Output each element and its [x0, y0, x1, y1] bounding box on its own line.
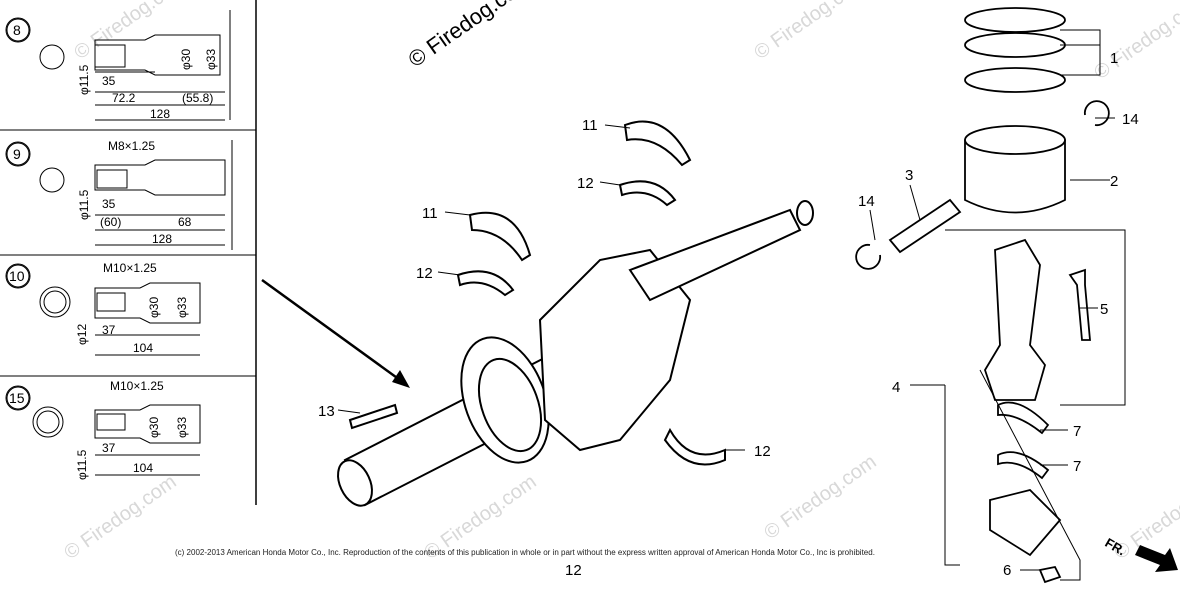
variant-9 [6, 140, 233, 250]
callout-2: 2 [1110, 173, 1118, 190]
piston-assembly [855, 7, 1110, 584]
callouts: 1 2 3 4 5 6 7 7 11 11 12 12 12 12 13 14 … [318, 50, 1139, 579]
copyright-notice: (c) 2002-2013 American Honda Motor Co., … [175, 548, 875, 557]
dim-label: φ30 [147, 297, 161, 318]
dim-label: φ33 [175, 417, 189, 438]
variant-number: 9 [13, 146, 21, 162]
front-direction-arrow [1135, 545, 1178, 572]
callout-4: 4 [892, 379, 900, 396]
callout-12: 12 [565, 562, 582, 579]
crankshaft [337, 200, 814, 507]
dim-label: φ33 [175, 297, 189, 318]
dim-label: 128 [152, 232, 172, 246]
callout-12: 12 [577, 175, 594, 192]
thread-label: M8×1.25 [108, 139, 155, 153]
variant-15 [6, 386, 201, 476]
dim-label: 37 [102, 323, 116, 337]
dim-label: φ30 [179, 49, 193, 70]
callout-6: 6 [1003, 562, 1011, 579]
thread-label: M10×1.25 [103, 261, 157, 275]
watermark: © Firedog.com [750, 0, 870, 64]
dim-label: (55.8) [182, 91, 213, 105]
pointer-arrow [261, 278, 410, 388]
watermark: © Firedog.com [760, 451, 880, 544]
dim-label: 68 [178, 215, 192, 229]
callout-7: 7 [1073, 423, 1081, 440]
watermark: © Firedog.com [70, 0, 190, 64]
dim-label: 128 [150, 107, 170, 121]
callout-5: 5 [1100, 301, 1108, 318]
leader-lines [337, 29, 1115, 571]
watermark: © Firedog.com [60, 471, 180, 564]
dim-label: 35 [102, 197, 116, 211]
variant-number: 15 [9, 390, 25, 406]
callout-14: 14 [1122, 111, 1139, 128]
thread-label: M10×1.25 [110, 379, 164, 393]
callout-3: 3 [905, 167, 913, 184]
dim-label: 104 [133, 461, 153, 475]
variant-circles [5, 17, 31, 411]
variant-number: 8 [13, 22, 21, 38]
dim-label: φ33 [204, 49, 218, 70]
callout-11: 11 [422, 205, 438, 222]
dim-label: 35 [102, 74, 116, 88]
callout-11: 11 [582, 117, 598, 134]
dim-label: φ11.5 [77, 64, 91, 95]
bearing-shells [348, 120, 726, 466]
variant-8 [6, 10, 231, 121]
callout-12: 12 [754, 443, 771, 460]
dim-label: φ30 [147, 417, 161, 438]
dim-label: φ12 [75, 324, 89, 345]
callout-12: 12 [416, 265, 433, 282]
variant-labels: 8 35 72.2 (55.8) 128 φ11.5 φ30 φ33 9 M8×… [9, 22, 218, 480]
dim-label: 37 [102, 441, 116, 455]
dim-label: 72.2 [112, 91, 136, 105]
watermark: © Firedog.com [1090, 0, 1180, 84]
callout-13: 13 [318, 403, 335, 420]
rod-bracket [940, 229, 1126, 581]
callout-14: 14 [858, 193, 875, 210]
variant-10 [6, 264, 201, 356]
dim-label: φ11.5 [77, 189, 91, 220]
variant-number: 10 [9, 268, 25, 284]
dim-label: 104 [133, 341, 153, 355]
dim-label: (60) [100, 215, 121, 229]
watermark-main: © Firedog.com [404, 0, 537, 72]
variant-panel [0, 0, 257, 505]
dim-label: φ11.5 [75, 449, 89, 480]
callout-1: 1 [1110, 50, 1118, 67]
callout-7: 7 [1073, 458, 1081, 475]
